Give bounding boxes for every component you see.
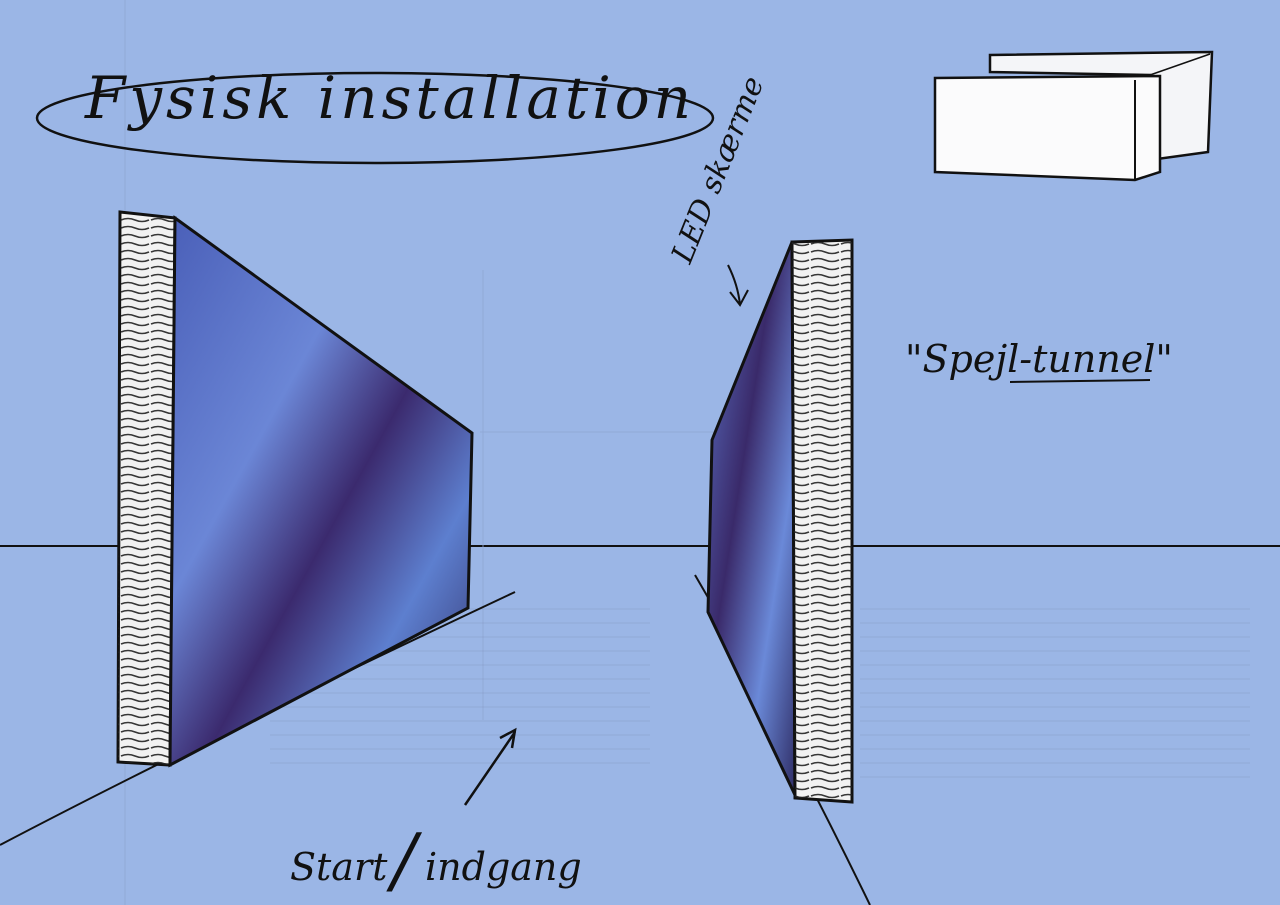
led-screen-left-hatch bbox=[118, 212, 175, 765]
page-title: Fysisk installation bbox=[84, 64, 695, 132]
led-arrow bbox=[727, 264, 749, 307]
boxes-sketch bbox=[933, 50, 1214, 182]
floor-shadow-right bbox=[860, 600, 1250, 785]
title-ellipse bbox=[35, 71, 715, 165]
led-screen-right-hatch bbox=[792, 240, 852, 802]
led-screen-left bbox=[116, 210, 474, 768]
entrance-start: Start bbox=[290, 845, 388, 889]
entrance-separator: / bbox=[386, 818, 423, 902]
tunnel-label: "Spejl-tunnel" bbox=[905, 337, 1173, 381]
led-screen-right bbox=[706, 238, 854, 804]
entrance-arrow bbox=[463, 727, 517, 806]
tunnel-underline bbox=[1009, 379, 1151, 383]
led-screen-right-display bbox=[706, 241, 797, 796]
entrance-label: indgang bbox=[425, 845, 582, 889]
led-screen-left-display bbox=[168, 215, 474, 768]
